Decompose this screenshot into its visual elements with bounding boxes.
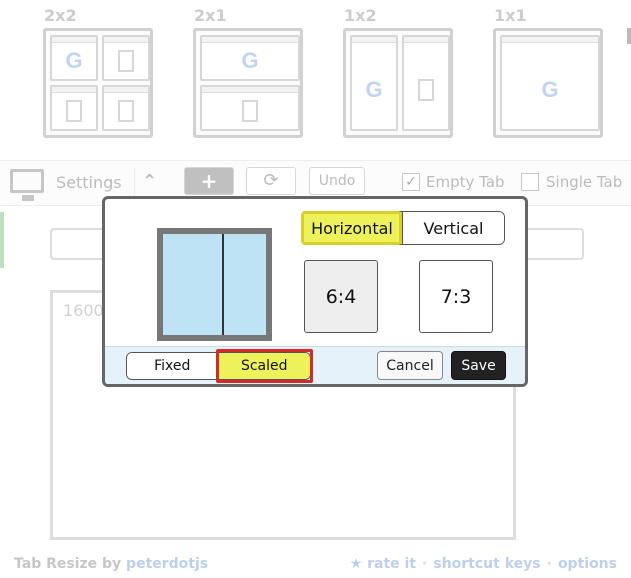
thumb-cell [200, 85, 300, 131]
horizontal-option[interactable]: Horizontal [302, 212, 403, 244]
settings-label[interactable]: Settings [56, 173, 122, 192]
empty-tab-label: Empty Tab [426, 173, 505, 191]
chevron-up-icon[interactable]: ⌃ [134, 167, 164, 197]
cancel-button[interactable]: Cancel [377, 351, 443, 380]
document-icon [118, 100, 134, 123]
empty-tab-checkbox[interactable]: ✓ [402, 173, 420, 191]
author-link[interactable]: peterdotjs [126, 556, 209, 572]
thumb-cell [102, 35, 150, 81]
save-button[interactable]: Save [451, 351, 506, 380]
thumb-cell: G [50, 35, 98, 81]
scaled-option[interactable]: Scaled [218, 353, 310, 379]
thumb-cell [50, 85, 98, 131]
single-tab-label: Single Tab [546, 173, 623, 191]
thumb-cell [402, 35, 450, 131]
add-layout-button[interactable]: + [184, 167, 234, 195]
app-name: Tab Resize [14, 556, 98, 572]
google-icon: G [65, 48, 83, 74]
layout-1x2-thumbnail[interactable]: G [343, 28, 453, 138]
thumb-cell: G [500, 35, 600, 131]
separator: · [546, 556, 552, 572]
thumb-cell [102, 85, 150, 131]
vertical-option[interactable]: Vertical [403, 212, 504, 244]
dialog-footer: Fixed Scaled Cancel Save [105, 346, 525, 384]
layout-1x1-thumbnail[interactable]: G [493, 28, 603, 138]
layout-label-1x1: 1x1 [494, 6, 527, 25]
scroll-handle[interactable] [627, 28, 631, 44]
layout-label-2x2: 2x2 [44, 6, 77, 25]
mode-toggle: Fixed Scaled [126, 352, 311, 380]
options-link[interactable]: options [557, 556, 617, 572]
thumb-cell: G [350, 35, 398, 131]
layout-2x2-thumbnail[interactable]: G [43, 28, 153, 138]
document-icon [418, 79, 434, 102]
google-icon: G [241, 48, 259, 74]
layout-preview [157, 228, 272, 341]
layout-dialog: Horizontal Vertical 6:4 7:3 Fixed Scaled… [102, 196, 528, 387]
single-tab-checkbox[interactable] [521, 173, 539, 191]
footer-credit: Tab Resize by peterdotjs [14, 556, 208, 572]
ratio-6-4-option[interactable]: 6:4 [304, 260, 378, 333]
edge-indicator [0, 212, 4, 268]
layout-label-1x2: 1x2 [344, 6, 377, 25]
undo-button[interactable]: Undo [309, 167, 365, 195]
rate-it-link[interactable]: ★ rate it [349, 556, 417, 572]
document-icon [242, 100, 258, 123]
fixed-option[interactable]: Fixed [127, 353, 219, 379]
refresh-icon[interactable]: ⟳ [246, 167, 296, 195]
ratio-7-3-option[interactable]: 7:3 [419, 260, 493, 333]
google-icon: G [541, 77, 559, 103]
orientation-toggle: Horizontal Vertical [301, 211, 505, 245]
document-icon [66, 100, 82, 123]
thumb-cell: G [200, 35, 300, 81]
separator: · [422, 556, 428, 572]
preview-split-line [222, 234, 224, 335]
by-text: by [102, 556, 122, 572]
height-input[interactable] [522, 228, 584, 260]
footer-links: ★ rate it · shortcut keys · options [350, 556, 617, 572]
document-icon [118, 50, 134, 73]
shortcut-keys-link[interactable]: shortcut keys [433, 556, 541, 572]
monitor-icon [10, 169, 44, 201]
layout-2x1-thumbnail[interactable]: G [193, 28, 303, 138]
width-input[interactable] [50, 228, 110, 260]
layout-label-2x1: 2x1 [194, 6, 227, 25]
google-icon: G [365, 77, 383, 103]
